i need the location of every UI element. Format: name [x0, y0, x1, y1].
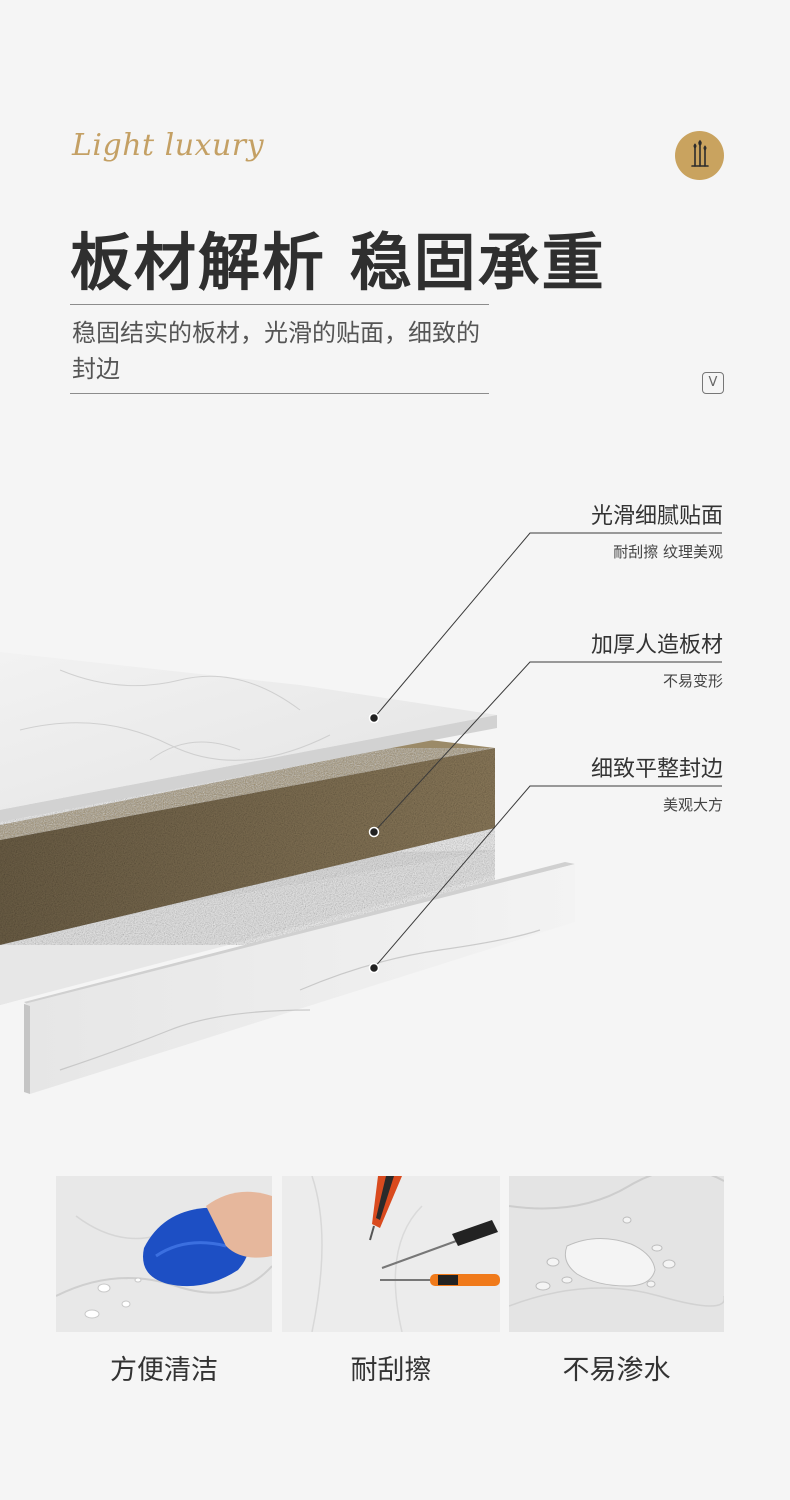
brand-logo-badge	[675, 131, 724, 180]
divider-top	[70, 304, 489, 305]
top-veneer	[0, 652, 497, 810]
callout-3-subtitle: 美观大方	[662, 796, 723, 814]
water-drops-icon	[509, 1176, 724, 1332]
feature-label-scratch: 耐刮擦	[350, 1355, 432, 1386]
marker-dot-2	[368, 826, 380, 838]
edge-banding-face	[24, 864, 575, 1094]
leader-line-2	[373, 661, 722, 833]
callout-1-title: 光滑细腻贴面	[590, 504, 723, 529]
feature-image-scratch	[282, 1176, 500, 1332]
page-title: 板材解析 稳固承重	[70, 226, 606, 299]
leader-line-1	[373, 532, 722, 719]
callout-1-subtitle: 耐刮擦 纹理美观	[613, 543, 723, 561]
cleaning-cloth-icon	[56, 1176, 272, 1332]
candle-icon	[691, 139, 709, 167]
feature-label-cleaning: 方便清洁	[110, 1355, 218, 1386]
brand-script: Light luxury	[72, 128, 265, 163]
callout-3-title: 细致平整封边	[590, 757, 723, 782]
board-layers-illustration	[0, 532, 722, 1094]
feature-image-waterproof	[509, 1176, 724, 1332]
leader-line-3	[373, 785, 722, 969]
page-subtitle: 稳固结实的板材，光滑的贴面，细致的封边	[72, 319, 480, 383]
screwdrivers-icon	[282, 1176, 500, 1332]
feature-label-waterproof: 不易渗水	[562, 1355, 671, 1386]
callout-2-title: 加厚人造板材	[590, 633, 723, 658]
feature-image-cleaning	[56, 1176, 272, 1332]
core-board-face	[0, 748, 495, 945]
divider-bottom	[70, 393, 489, 394]
marker-dot-3	[368, 962, 380, 974]
scroll-down-indicator[interactable]: V	[702, 372, 724, 394]
callout-2-subtitle: 不易变形	[662, 672, 723, 690]
core-board-top	[0, 740, 495, 840]
marker-dot-1	[368, 712, 380, 724]
